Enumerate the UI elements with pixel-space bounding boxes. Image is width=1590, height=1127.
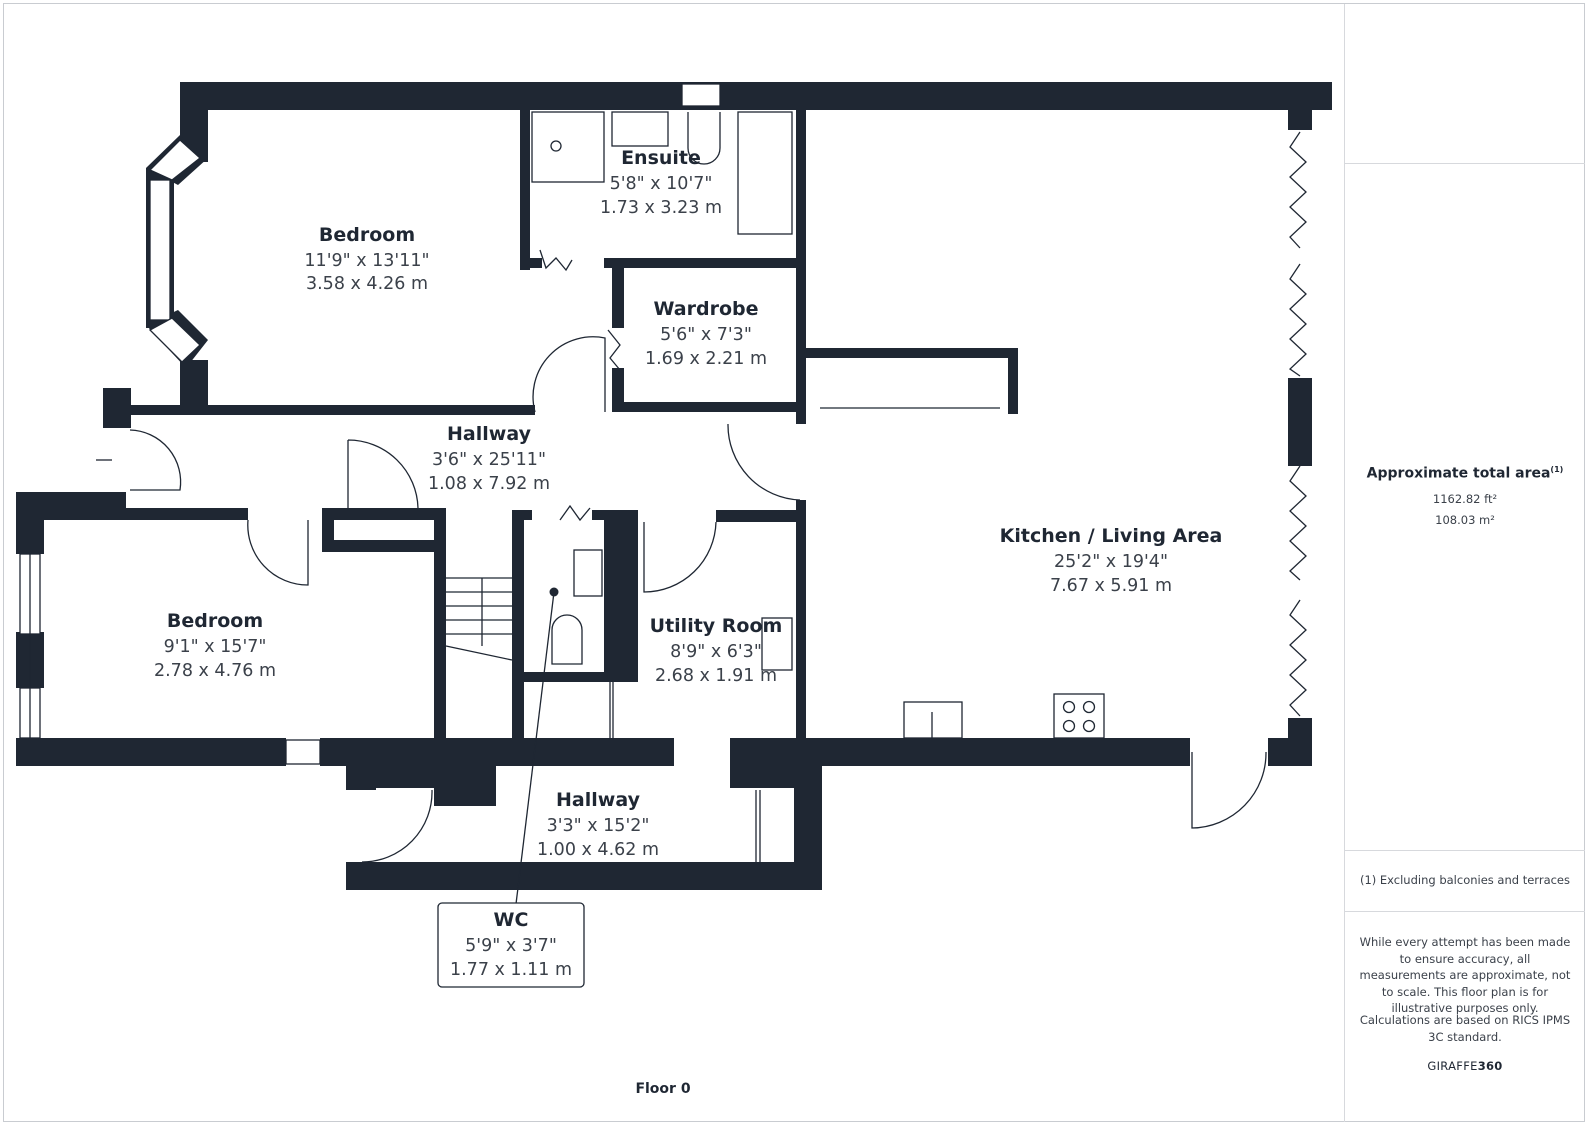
room-dims-metric: 1.69 x 2.21 m (645, 349, 767, 369)
room-label-utility: Utility Room 8'9" x 6'3" 2.68 x 1.91 m (650, 615, 783, 686)
room-label-hallway-2: Hallway 3'3" x 15'2" 1.00 x 4.62 m (537, 789, 659, 860)
fixtures (445, 111, 1105, 905)
sidebar-divider (1345, 850, 1585, 851)
room-name: Utility Room (650, 615, 783, 637)
sidebar-divider (1345, 911, 1585, 912)
bifold-doors (1288, 131, 1307, 717)
room-dims-metric: 1.08 x 7.92 m (428, 474, 550, 494)
room-name: Bedroom (167, 610, 263, 632)
room-dims-imperial: 9'1" x 15'7" (164, 637, 267, 657)
room-name: Hallway (556, 789, 641, 811)
giraffe360-brand: GIRAFFE360 (1427, 1059, 1503, 1073)
floor-plan: JS Bedroom 11'9" x 13'11" 3.58 x 4.26 m … (16, 82, 1332, 1097)
doors (96, 249, 1267, 863)
room-label-wc: WC 5'9" x 3'7" 1.77 x 1.11 m (437, 902, 585, 988)
room-dims-imperial: 8'9" x 6'3" (670, 642, 762, 662)
room-name: Ensuite (621, 147, 701, 169)
room-dims-metric: 3.58 x 4.26 m (306, 274, 428, 294)
room-dims-imperial: 5'8" x 10'7" (610, 174, 713, 194)
room-name: Bedroom (319, 224, 415, 246)
room-dims-metric: 1.77 x 1.11 m (450, 960, 572, 980)
room-name: Hallway (447, 423, 532, 445)
room-dims-imperial: 5'6" x 7'3" (660, 325, 752, 345)
room-name: Kitchen / Living Area (1000, 525, 1223, 547)
room-label-kitchen: Kitchen / Living Area 25'2" x 19'4" 7.67… (1000, 525, 1223, 596)
room-label-bedroom-2: Bedroom 9'1" x 15'7" 2.78 x 4.76 m (154, 610, 276, 681)
room-dims-imperial: 3'3" x 15'2" (547, 816, 650, 836)
room-label-wardrobe: Wardrobe 5'6" x 7'3" 1.69 x 2.21 m (645, 298, 767, 369)
room-dims-imperial: 11'9" x 13'11" (304, 251, 429, 271)
area-imperial: 1162.82 ft² (1432, 492, 1498, 506)
calculation-note: Calculations are based on RICS IPMS 3C s… (1359, 1013, 1571, 1044)
page-frame (3, 3, 1585, 1122)
room-label-ensuite: Ensuite 5'8" x 10'7" 1.73 x 3.23 m (600, 147, 722, 218)
room-dims-metric: 1.00 x 4.62 m (537, 840, 659, 860)
area-footnote: (1) Excluding balconies and terraces (1359, 873, 1571, 887)
room-label-hallway-1: Hallway 3'6" x 25'11" 1.08 x 7.92 m (428, 423, 550, 494)
area-metric: 108.03 m² (1435, 513, 1495, 527)
room-dims-imperial: 25'2" x 19'4" (1054, 552, 1168, 572)
info-sidebar: Approximate total area(1) 1162.82 ft² 10… (1344, 4, 1585, 1122)
room-dims-imperial: 5'9" x 3'7" (465, 936, 557, 956)
floor-label: Floor 0 (635, 1081, 690, 1097)
room-dims-metric: 7.67 x 5.91 m (1050, 576, 1172, 596)
room-dims-metric: 2.68 x 1.91 m (655, 666, 777, 686)
sidebar-divider (1345, 163, 1585, 164)
area-title: Approximate total area(1) (1366, 465, 1564, 482)
room-label-bedroom-1: Bedroom 11'9" x 13'11" 3.58 x 4.26 m (304, 224, 429, 294)
room-dims-metric: 2.78 x 4.76 m (154, 661, 276, 681)
windows (19, 83, 1000, 765)
room-name: Wardrobe (654, 298, 759, 320)
room-name: WC (494, 909, 529, 931)
disclaimer-text: While every attempt has been made to ens… (1359, 935, 1571, 1015)
room-dims-metric: 1.73 x 3.23 m (600, 198, 722, 218)
room-dims-imperial: 3'6" x 25'11" (432, 450, 546, 470)
